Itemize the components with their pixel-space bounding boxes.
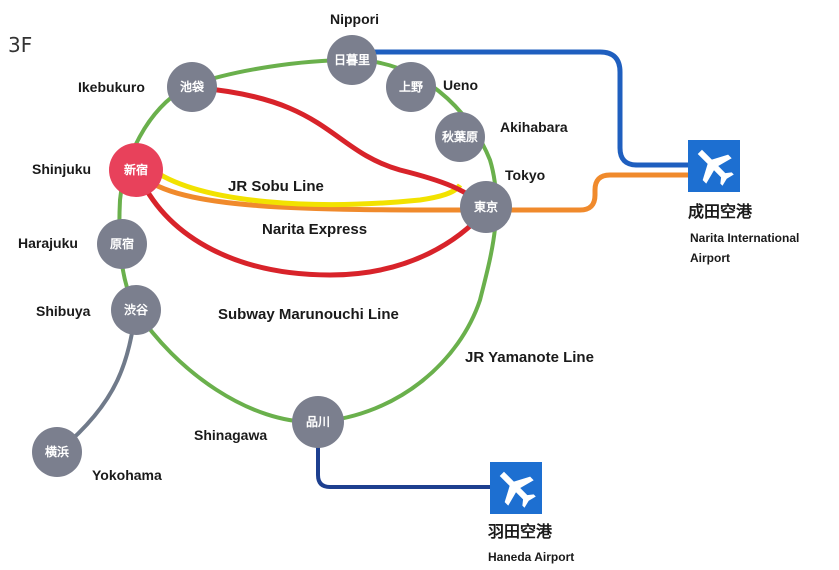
station-ueno: 上野 xyxy=(386,62,436,112)
marunouchi-line-lower xyxy=(137,176,488,278)
station-shibuya-en: Shibuya xyxy=(36,303,91,319)
haneda-airport: 羽田空港 Haneda Airport xyxy=(488,462,574,564)
station-akihabara-en: Akihabara xyxy=(500,119,568,135)
station-shinjuku-en: Shinjuku xyxy=(32,161,91,177)
marunouchi-line-upper xyxy=(199,85,488,212)
narita-airport: 成田空港 Narita International Airport xyxy=(688,140,799,265)
narita-airport-en-line2: Airport xyxy=(690,251,730,265)
sobu-line xyxy=(148,165,463,207)
station-yokohama: 横浜 xyxy=(32,427,82,477)
station-ikebukuro-jp: 池袋 xyxy=(180,79,205,94)
station-shinjuku-jp: 新宿 xyxy=(124,162,148,177)
station-tokyo: 東京 xyxy=(460,181,512,233)
station-akihabara: 秋葉原 xyxy=(435,112,485,162)
floor-label: 3F xyxy=(8,33,32,57)
narita-express-line xyxy=(138,172,700,213)
station-harajuku-jp: 原宿 xyxy=(110,236,134,251)
station-yokohama-en: Yokohama xyxy=(92,467,162,483)
sobu-line-label: JR Sobu Line xyxy=(228,178,324,195)
station-ikebukuro: 池袋 xyxy=(167,62,217,112)
station-shinagawa-en: Shinagawa xyxy=(194,427,267,443)
station-ueno-jp: 上野 xyxy=(399,79,423,94)
station-nippori: 日暮里 xyxy=(327,35,377,85)
yamanote-line-label: JR Yamanote Line xyxy=(465,349,594,366)
keikyu-line xyxy=(316,440,500,489)
station-shibuya: 渋谷 xyxy=(111,285,161,335)
station-shinjuku: 新宿 xyxy=(109,143,163,197)
haneda-airport-jp: 羽田空港 xyxy=(488,522,553,541)
station-harajuku: 原宿 xyxy=(97,219,147,269)
station-tokyo-en: Tokyo xyxy=(505,167,545,183)
station-shinagawa-jp: 品川 xyxy=(306,415,330,429)
station-shibuya-jp: 渋谷 xyxy=(124,302,149,317)
haneda-airport-en: Haneda Airport xyxy=(488,550,574,564)
station-nippori-en: Nippori xyxy=(330,11,379,27)
station-harajuku-en: Harajuku xyxy=(18,235,78,251)
station-yokohama-jp: 横浜 xyxy=(45,444,69,459)
station-shinagawa: 品川 xyxy=(292,396,344,448)
station-tokyo-jp: 東京 xyxy=(474,199,498,214)
station-akihabara-jp: 秋葉原 xyxy=(442,129,478,144)
keisei-line xyxy=(352,49,700,168)
station-nippori-jp: 日暮里 xyxy=(334,52,370,67)
narita-express-label: Narita Express xyxy=(262,221,367,238)
narita-airport-en-line1: Narita International xyxy=(690,231,799,245)
station-ikebukuro-en: Ikebukuro xyxy=(78,79,145,95)
marunouchi-line-label: Subway Marunouchi Line xyxy=(218,306,399,323)
station-ueno-en: Ueno xyxy=(443,77,478,93)
narita-airport-jp: 成田空港 xyxy=(688,202,753,221)
